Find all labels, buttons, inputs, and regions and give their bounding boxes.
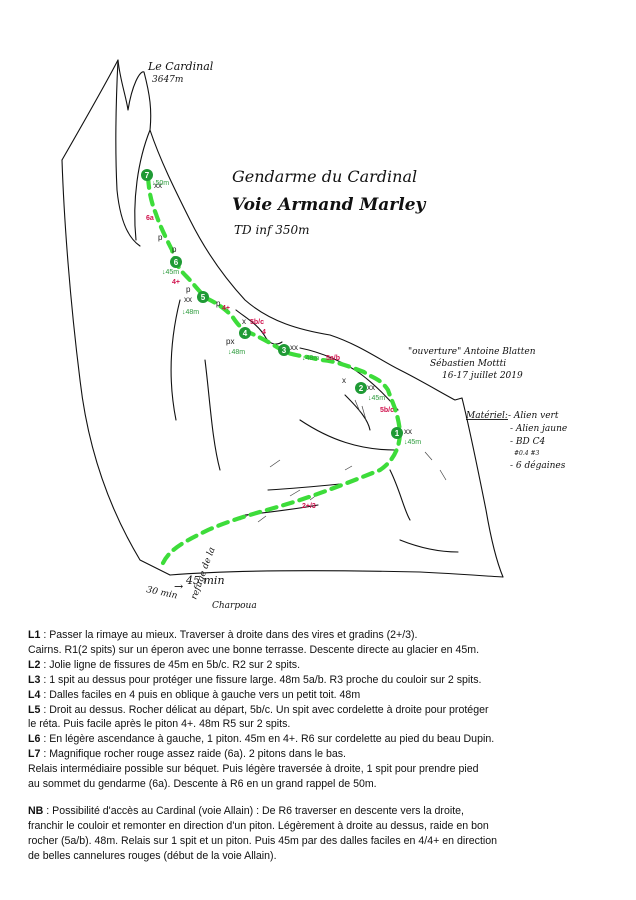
mountain-outline xyxy=(61,59,504,578)
bolts-mark: xx xyxy=(184,295,192,304)
pitch-length: ↓48m xyxy=(228,349,245,356)
summit-altitude: 3647m xyxy=(152,75,183,85)
pitch-L1: L1 : Passer la rimaye au mieux. Traverse… xyxy=(28,629,418,641)
belay-R5: 5 ↓48m xyxy=(182,291,209,316)
pitch-length: ↓48m xyxy=(302,355,319,362)
pitch-length: ↓50m xyxy=(152,180,169,187)
note-NB-line3: rocher (5a/b). 48m. Relais sur 1 spit et… xyxy=(28,834,498,847)
pitch-L7: L7 : Magnifique rocher rouge assez raide… xyxy=(28,748,347,761)
svg-text:4: 4 xyxy=(243,329,248,338)
svg-text:3: 3 xyxy=(282,346,287,355)
pitch-length: ↓48m xyxy=(182,309,199,316)
gear-item: #0.4 #3 xyxy=(514,450,540,457)
note-NB: NB : Possibilité d'accès au Cardinal (vo… xyxy=(28,804,464,817)
bolts-mark: xx xyxy=(404,427,412,436)
pitch-L5-cont: le réta. Puis facile après le piton 4+. … xyxy=(28,718,291,731)
piton-mark: p xyxy=(158,233,163,242)
pitch-L2: L2 : Jolie ligne de fissures de 45m en 5… xyxy=(28,658,301,671)
pitch-L4: L4 : Dalles faciles en 4 puis en oblique… xyxy=(28,688,361,701)
route-description: L1 : Passer la rimaye au mieux. Traverse… xyxy=(28,628,618,864)
note-NB-line2: franchir le couloir et remonter en direc… xyxy=(28,819,489,832)
pitch-length: ↓45m xyxy=(404,439,421,446)
svg-text:2: 2 xyxy=(359,384,364,393)
piton-mark: p xyxy=(216,299,221,308)
svg-text:1: 1 xyxy=(395,429,400,438)
svg-text:6: 6 xyxy=(174,258,179,267)
bolts-mark: xx xyxy=(154,181,162,190)
pitch-L1-cont: Cairns. R1(2 spits) sur un éperon avec u… xyxy=(28,643,480,656)
gear-item: - Alien jaune xyxy=(510,424,567,434)
bolt-mark: x xyxy=(342,376,346,385)
bolt-mark: x xyxy=(242,317,246,326)
grade-L7: 6a xyxy=(146,215,154,222)
belay-R2: 2 ↓45m xyxy=(355,382,385,402)
svg-text:7: 7 xyxy=(145,171,150,180)
grade-L4: 4 xyxy=(262,329,266,336)
pitch-length: ↓45m xyxy=(368,395,385,402)
pitch-L5: L5 : Droit au dessus. Rocher délicat au … xyxy=(28,703,489,716)
belay-R4: 4 ↓48m xyxy=(228,327,251,356)
topo-title-grade: TD inf 350m xyxy=(234,223,310,237)
grade-L1: 2+/3 xyxy=(302,503,316,510)
note-NB-line4: de belles cannelures rouges (début de la… xyxy=(28,849,277,862)
belay-R1: 1 ↓45m xyxy=(391,427,421,446)
grade-L3: 5a/b xyxy=(326,355,340,362)
belay-R6: 6 ↓45m xyxy=(162,256,182,276)
summit-name: Le Cardinal xyxy=(147,60,214,73)
gear-item: - BD C4 xyxy=(510,437,545,447)
opening-credit-line2: Sébastien Mottti xyxy=(430,358,506,369)
topo-title-route: Voie Armand Marley xyxy=(232,195,427,215)
gear-item: - 6 dégaines xyxy=(510,460,566,471)
topo-title-gendarme: Gendarme du Cardinal xyxy=(232,167,417,186)
gear-item: - Alien vert xyxy=(508,411,559,421)
pitch-L7-cont2: au sommet du gendarme (6a). Descente à R… xyxy=(28,778,377,791)
opening-credit-line1: "ouverture" Antoine Blatten xyxy=(408,347,536,357)
grade-L6: 4+ xyxy=(222,305,230,312)
belay-R3: 3 ↓48m xyxy=(278,344,319,362)
piton-mark: p xyxy=(186,285,191,294)
gear-title: Matériel: xyxy=(465,410,508,421)
hatch-lines xyxy=(239,399,447,523)
pitch-L7-cont1: Relais intermédiaire possible sur béquet… xyxy=(28,763,479,776)
bolts-mark: xx xyxy=(290,343,298,352)
route-topo-drawing: Le Cardinal 3647m Gendarme du Cardinal V… xyxy=(61,59,567,611)
grade-L6b: 4+ xyxy=(172,279,180,286)
gear-list: Matériel: - Alien vert - Alien jaune - B… xyxy=(465,410,567,471)
pitch-L6: L6 : En légère ascendance à gauche, 1 pi… xyxy=(28,733,495,746)
piton-mark: p xyxy=(172,245,177,254)
svg-text:5: 5 xyxy=(201,293,206,302)
bolts-mark: xx xyxy=(367,383,375,392)
belay-R7: 7 ↓50m xyxy=(141,169,169,187)
grade-L2: 5b/c xyxy=(380,407,394,414)
approach-time-45: 45 min xyxy=(185,574,225,587)
approach-arrow: → xyxy=(174,580,183,593)
grade-L5: 5b/c xyxy=(250,319,264,326)
piton-bolt-mark: px xyxy=(226,337,234,346)
hut-name-line2: Charpoua xyxy=(212,601,257,611)
pitch-length: ↓45m xyxy=(162,269,179,276)
opening-credit-date: 16-17 juillet 2019 xyxy=(442,371,523,381)
pitch-L3: L3 : 1 spit au dessus pour protéger une … xyxy=(28,673,482,686)
